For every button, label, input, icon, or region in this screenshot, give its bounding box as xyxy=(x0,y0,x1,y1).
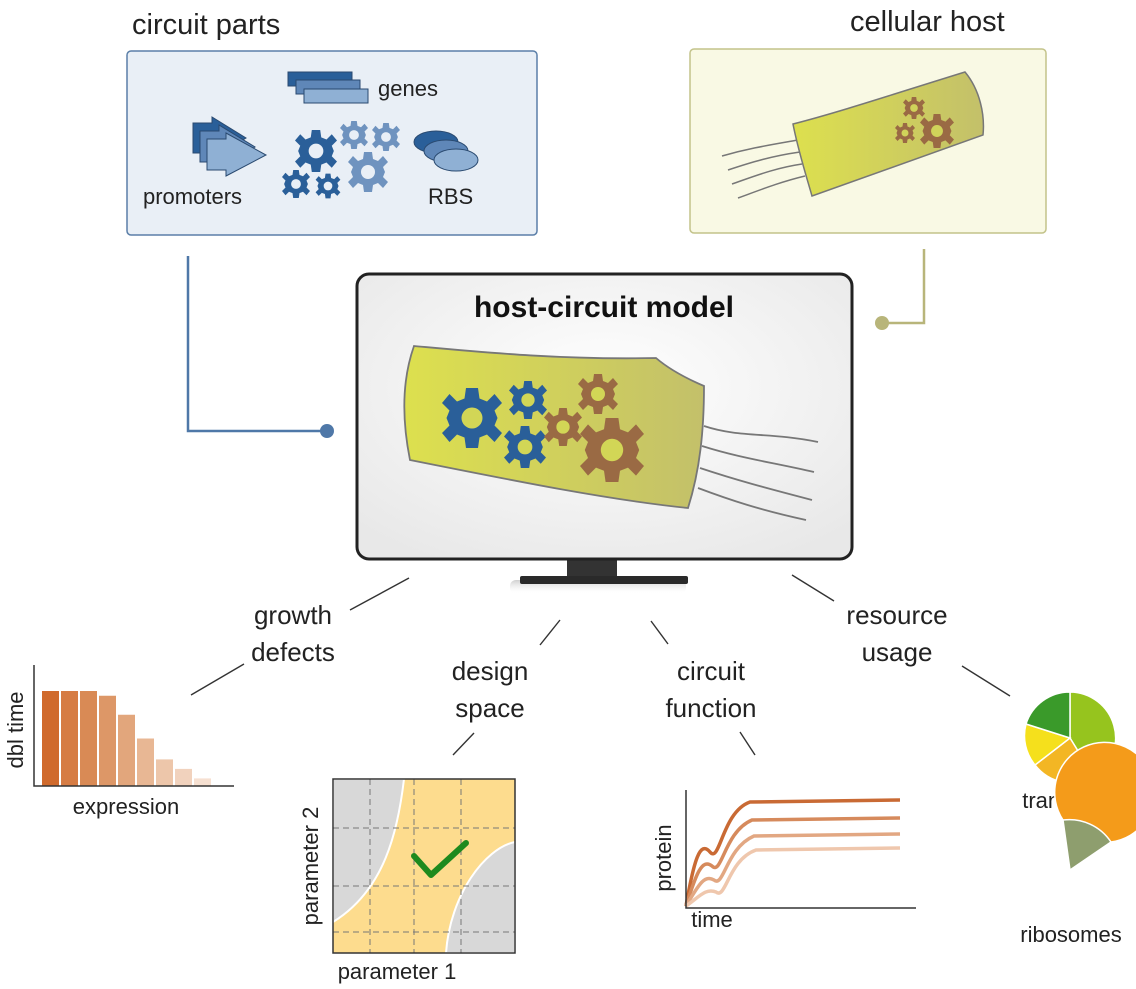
circuit-function-section: circuit function protein time xyxy=(651,656,916,932)
growth-bar xyxy=(80,691,97,786)
growth-ylabel: dbl time xyxy=(3,691,28,768)
genes-label: genes xyxy=(378,76,438,101)
model-flagella xyxy=(697,425,819,521)
function-label-line1: circuit xyxy=(677,656,746,686)
design-frame xyxy=(332,778,516,954)
host-cell-icon xyxy=(792,71,985,197)
cellular-host-panel: cellular host xyxy=(689,6,1047,234)
host-circuit-model-monitor: host-circuit model xyxy=(355,272,854,594)
check-icon xyxy=(411,840,469,878)
circuit-parts-panel: circuit parts genes promoters RBS xyxy=(126,9,538,236)
growth-bar-chart xyxy=(42,691,211,786)
growth-label-line2: defects xyxy=(251,637,335,667)
cellular-host-title: cellular host xyxy=(850,6,1005,38)
growth-defects-section: growth defects dbl time expression xyxy=(3,600,335,819)
function-ylabel: protein xyxy=(651,824,676,891)
rbs-icon xyxy=(413,130,479,172)
growth-axes xyxy=(33,665,234,787)
growth-bar xyxy=(99,695,116,786)
design-xlabel: parameter 1 xyxy=(338,959,457,984)
growth-bar xyxy=(194,778,211,786)
circuit-parts-title: circuit parts xyxy=(132,9,280,41)
growth-bar xyxy=(118,714,135,786)
design-space-section: design space parameter 1 parameter 2 xyxy=(298,656,528,984)
host-flagella xyxy=(721,139,806,199)
design-label-line1: design xyxy=(452,656,529,686)
connector-parts-to-model xyxy=(186,256,334,438)
function-curves xyxy=(684,798,901,908)
host-gears-icon xyxy=(895,97,954,148)
model-title: host-circuit model xyxy=(474,291,734,324)
ribosomes-label: ribosomes xyxy=(1020,922,1121,947)
resource-label-line2: usage xyxy=(862,637,933,667)
rbs-label: RBS xyxy=(428,184,473,209)
growth-xlabel: expression xyxy=(73,794,179,819)
genes-icon xyxy=(287,71,369,104)
design-label-line2: space xyxy=(455,693,524,723)
resource-label-line1: resource xyxy=(846,600,947,630)
ribosomes-pie xyxy=(1053,741,1136,872)
connector-host-to-model xyxy=(875,249,926,330)
growth-bar xyxy=(175,768,192,786)
design-ylabel: parameter 2 xyxy=(298,807,323,926)
promoters-icon xyxy=(192,116,268,177)
design-infeasible-region-left xyxy=(332,778,406,924)
output-lines xyxy=(190,574,1011,756)
growth-bar xyxy=(61,691,78,786)
function-axes xyxy=(685,790,916,909)
promoters-label: promoters xyxy=(143,184,242,209)
growth-label-line1: growth xyxy=(254,600,332,630)
growth-bar xyxy=(156,759,173,786)
parts-gears-icon xyxy=(282,121,400,199)
model-gears-icon xyxy=(442,374,644,482)
resource-usage-section: resource usage translation ribosomes xyxy=(846,600,1136,947)
growth-bar xyxy=(42,691,59,786)
growth-bar xyxy=(137,738,154,786)
function-label-line2: function xyxy=(665,693,756,723)
design-grid xyxy=(333,779,515,953)
function-xlabel: time xyxy=(691,907,733,932)
